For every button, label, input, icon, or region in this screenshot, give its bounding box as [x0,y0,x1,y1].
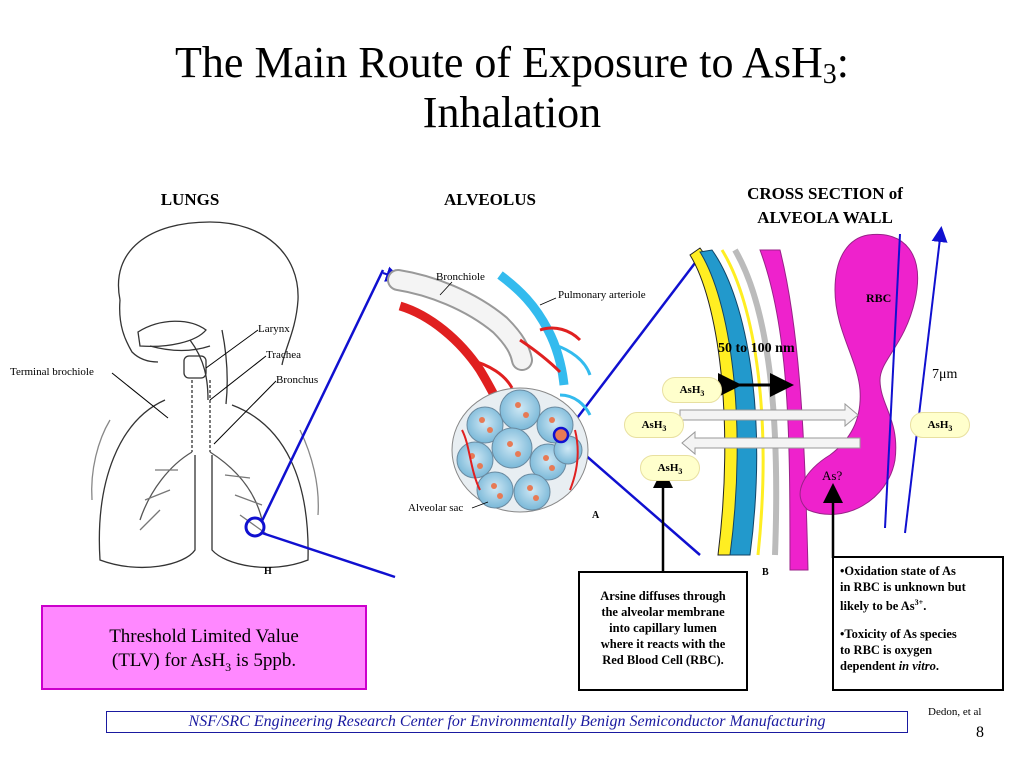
zoom-connectors [260,262,701,579]
lung-alveolus-marker [244,516,266,538]
alveolus-header: ALVEOLUS [444,190,536,209]
label-rbc-size: 7μm [932,367,958,382]
ash3-molecule: AsH3 [662,377,722,403]
tlv-box: Threshold Limited Value (TLV) for AsH3 i… [41,605,367,690]
label-wall-thickness: 50 to 100 nm [718,341,795,356]
page-number: 8 [976,724,984,741]
alveola-wall-cross-section [689,233,919,571]
ash3-molecule: AsH3 [624,412,684,438]
label-terminal-brochiole: Terminal brochiole [10,366,94,378]
label-larynx: Larynx [258,323,290,335]
label-alveolar-sac: Alveolar sac [408,502,464,514]
rbc-size-arrow [904,226,948,534]
figure-letter-b: B [762,567,769,578]
oxidation-note: •Oxidation state of As in RBC is unknown… [832,556,1004,691]
label-rbc: RBC [866,291,892,305]
lungs-illustration [91,221,319,569]
figure-letter-h: H [264,566,272,577]
footer-banner: NSF/SRC Engineering Research Center for … [106,711,908,733]
credit: Dedon, et al [928,706,982,718]
ash3-molecule: AsH3 [640,455,700,481]
label-trachea: Trachea [266,349,302,361]
label-bronchus: Bronchus [276,374,319,386]
alveolus-illustration [387,269,592,513]
lungs-header: LUNGS [160,190,220,209]
alveolus-label-leaders [439,281,557,509]
label-bronchiole: Bronchiole [436,271,485,283]
label-as-question: As? [822,468,843,483]
label-pulmonary-arteriole: Pulmonary arteriole [558,289,646,301]
diffusion-arrows [679,402,861,456]
slide-title: The Main Route of Exposure to AsH3: Inha… [175,38,849,137]
alveolus-zoom-marker [552,426,570,444]
figure-letter-a: A [592,510,600,521]
ash3-molecule: AsH3 [910,412,970,438]
rbc-size-line [884,233,901,529]
lung-label-leaders [111,329,277,445]
